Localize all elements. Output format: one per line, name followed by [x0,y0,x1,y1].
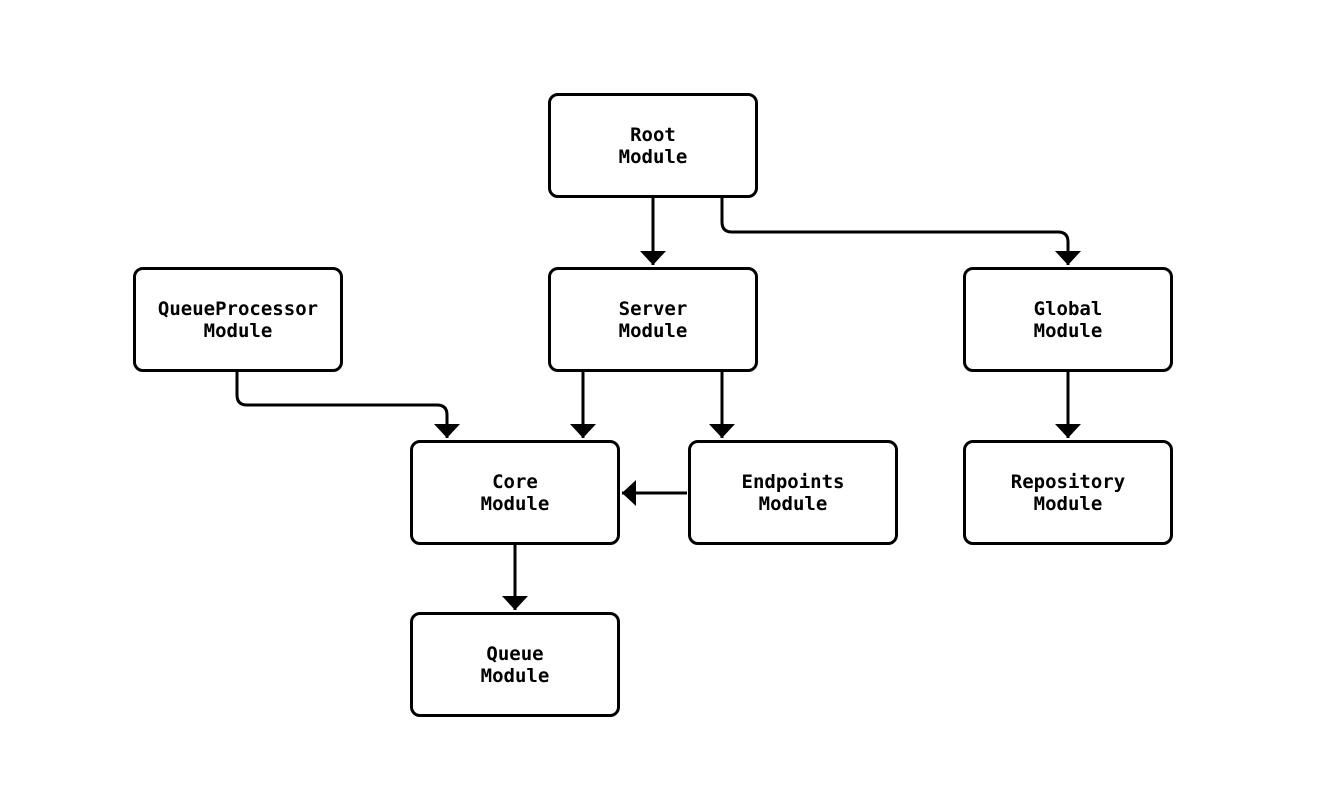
node-repository: Repository Module [963,440,1173,545]
node-endpoints: Endpoints Module [688,440,898,545]
edge-paths-group [235,197,1081,610]
edge-root-to-global [720,197,1081,265]
node-core: Core Module [410,440,620,545]
node-repository-label: Repository Module [1010,470,1126,515]
node-queue: Queue Module [410,612,620,717]
node-core-label: Core Module [480,470,550,515]
node-endpoints-label: Endpoints Module [741,470,845,515]
node-server-label: Server Module [618,297,688,342]
node-global-label: Global Module [1033,297,1103,342]
node-global: Global Module [963,267,1173,372]
node-queueprocessor-label: QueueProcessor Module [157,297,319,342]
node-queueprocessor: QueueProcessor Module [133,267,343,372]
node-root: Root Module [548,93,758,198]
node-root-label: Root Module [618,123,688,168]
edge-queueprocessor-to-core [235,371,460,438]
node-queue-label: Queue Module [480,642,550,687]
node-server: Server Module [548,267,758,372]
